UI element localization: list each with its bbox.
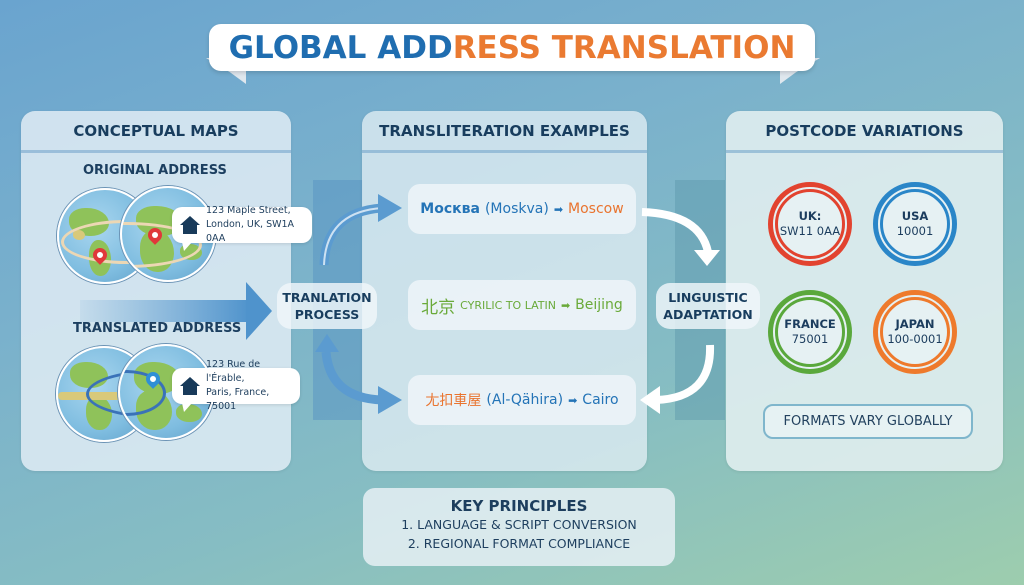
process-label-line2: ADAPTATION — [663, 307, 753, 322]
original-address-label: ORIGINAL ADDRESS — [83, 163, 227, 178]
arrow-right-icon: ➡ — [560, 298, 571, 312]
postcode-country: USA — [901, 209, 929, 223]
example-middle: (Moskva) — [484, 201, 549, 217]
example-cairo: 尢扣車屋 (Al-Qähira) ➡ Cairo — [408, 375, 636, 425]
translation-process-node: TRANLATION PROCESS — [277, 283, 377, 329]
example-native: 北京 — [421, 297, 456, 318]
panel-heading: CONCEPTUAL MAPS — [21, 111, 291, 153]
formats-vary-label: FORMATS VARY GLOBALLY — [763, 404, 973, 439]
postcode-badge-uk: UK:SW11 0AA — [768, 182, 852, 266]
example-result: Cairo — [582, 392, 619, 408]
arrow-right-icon: ➡ — [553, 202, 564, 216]
example-middle: (Al-Qähira) — [486, 392, 564, 408]
principle-item: 1. LANGUAGE & SCRIPT CONVERSION — [401, 517, 637, 532]
original-address-line1: 123 Maple Street, — [206, 205, 291, 216]
postcode-country: JAPAN — [895, 317, 935, 331]
translated-address-line1: 123 Rue de l'Érable, — [206, 359, 261, 384]
title-part-blue: GLOBAL ADD — [228, 29, 453, 66]
key-principles-heading: KEY PRINCIPLES — [450, 497, 588, 515]
original-address-line2: London, UK, SW1A 0AA — [206, 219, 295, 244]
process-label-line2: PROCESS — [294, 307, 360, 322]
globe-right — [120, 186, 216, 282]
panel-heading: TRANSLITERATION EXAMPLES — [362, 111, 647, 153]
example-moscow: Москва (Moskva) ➡ Moscow — [408, 184, 636, 234]
translated-address-label: TRANSLATED ADDRESS — [73, 321, 242, 336]
panel-heading: POSTCODE VARIATIONS — [726, 111, 1003, 153]
postcode-value: SW11 0AA — [779, 224, 841, 238]
example-middle: CYRILIC TO LATIN — [460, 298, 556, 312]
arrow-right-icon: ➡ — [568, 393, 578, 407]
translated-address-line2: Paris, France, 75001 — [206, 387, 270, 412]
process-label-line1: LINGUISTIC — [668, 290, 748, 305]
postcode-value: 100-0001 — [887, 332, 943, 346]
example-native: Москва — [420, 201, 480, 217]
principle-item: 2. REGIONAL FORMAT COMPLIANCE — [407, 536, 631, 551]
linguistic-adaptation-node: LINGUISTIC ADAPTATION — [656, 283, 760, 329]
title-part-orange: RESS TRANSLATION — [452, 29, 796, 66]
house-icon — [180, 216, 200, 234]
key-principles-panel: KEY PRINCIPLES 1. LANGUAGE & SCRIPT CONV… — [363, 488, 675, 566]
example-native: 尢扣車屋 — [425, 393, 482, 409]
postcode-value: 10001 — [896, 224, 934, 238]
process-label-line1: TRANLATION — [282, 290, 372, 305]
house-icon — [180, 377, 200, 395]
example-result: Beijing — [575, 297, 623, 313]
postcode-country: UK: — [798, 209, 822, 223]
postcode-country: FRANCE — [784, 317, 836, 331]
example-result: Moscow — [568, 201, 624, 217]
original-address-callout: 123 Maple Street, London, UK, SW1A 0AA — [172, 205, 312, 251]
postcode-value: 75001 — [791, 332, 829, 346]
example-beijing: 北京 CYRILIC TO LATIN ➡ Beijing — [408, 280, 636, 330]
translated-address-callout: 123 Rue de l'Érable, Paris, France, 7500… — [172, 359, 300, 412]
